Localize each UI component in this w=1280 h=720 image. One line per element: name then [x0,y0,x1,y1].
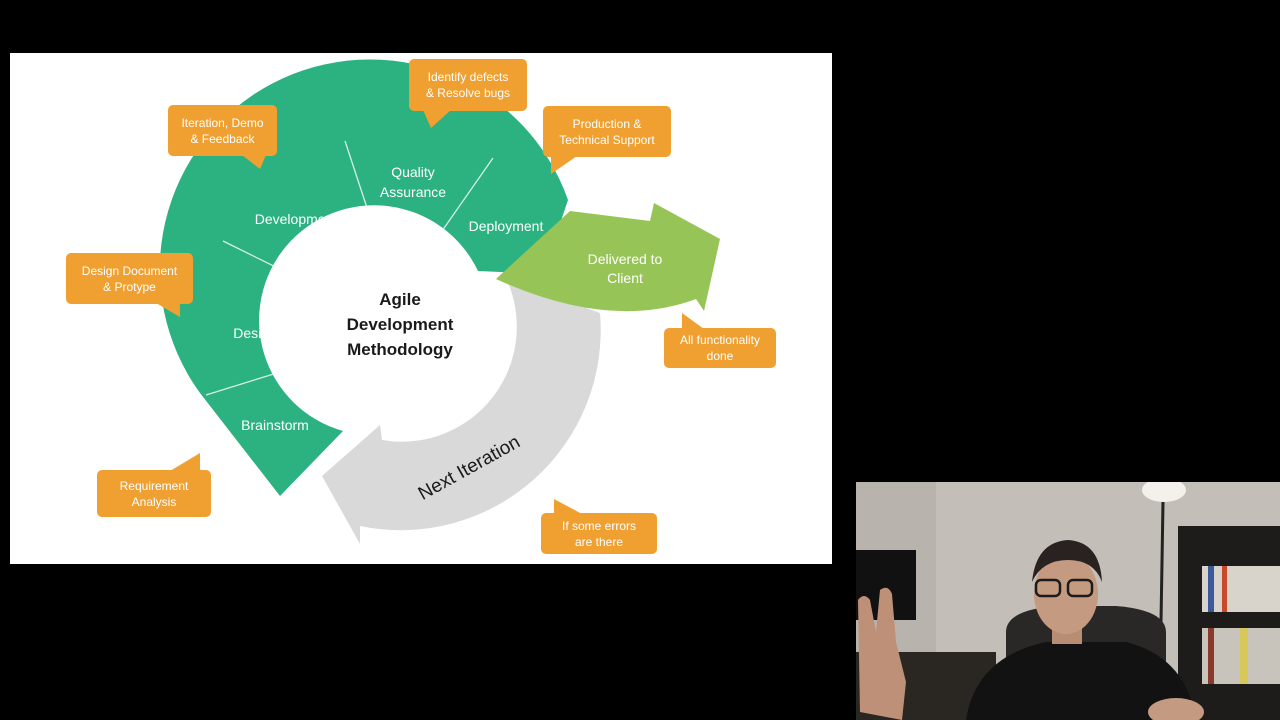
callout-text: & Feedback [190,131,255,146]
segment-quality-line2: Assurance [380,184,446,200]
callout-production-support: Production & Technical Support [543,106,671,157]
callout-tail [551,156,577,174]
next-iteration-arrow [322,278,601,544]
callout-text: Requirement [119,478,189,493]
slide: Development Quality Assurance Deployment… [10,53,832,564]
person-hand [858,587,906,720]
lamp [1142,482,1186,502]
callout-text: All functionality [679,333,761,347]
callout-all-functionality: All functionality done [664,328,776,368]
callout-text: Analysis [131,494,177,509]
person-shirt [966,642,1196,720]
center-title-line3: Methodology [347,340,453,359]
person-face [1034,554,1098,634]
delivered-arrow [496,203,720,312]
callout-tail [682,313,704,329]
callout-text: Iteration, Demo [181,115,264,130]
callout-text: Identify defects [427,70,509,84]
callout-text: Technical Support [559,132,655,147]
callout-text: Design Document [81,263,178,278]
callout-tail [156,303,180,317]
callout-identify-defects: Identify defects & Resolve bugs [409,59,527,111]
callout-text: & Resolve bugs [425,86,511,100]
callout-tail [554,499,584,515]
callout-text: If some errors [561,518,636,533]
callout-design-document: Design Document & Protype [66,253,193,304]
center-title-line2: Development [347,315,454,334]
segment-development: Development [255,211,338,227]
delivered-line2: Client [607,270,643,286]
callout-text: done [706,349,734,363]
center-title-line1: Agile [379,290,421,309]
segment-brainstorm: Brainstorm [241,417,309,433]
callout-requirement-analysis: Requirement Analysis [97,470,211,517]
segment-deployment: Deployment [469,218,544,234]
callout-tail [170,453,200,471]
callout-tail [423,110,451,128]
webcam-scene [856,482,1280,720]
callout-text: are there [574,534,624,549]
segment-design: Design [233,325,277,341]
callout-iteration-demo: Iteration, Demo & Feedback [168,105,277,156]
callout-text: & Protype [103,279,156,294]
segment-dividers [205,140,494,396]
segment-quality-line1: Quality [391,164,435,180]
callout-some-errors: If some errors are there [541,513,657,554]
bookshelf [1178,526,1280,720]
delivered-line1: Delivered to [588,251,663,267]
callout-tail [242,155,266,169]
webcam-video [856,482,1280,720]
callout-text: Production & [572,116,642,131]
